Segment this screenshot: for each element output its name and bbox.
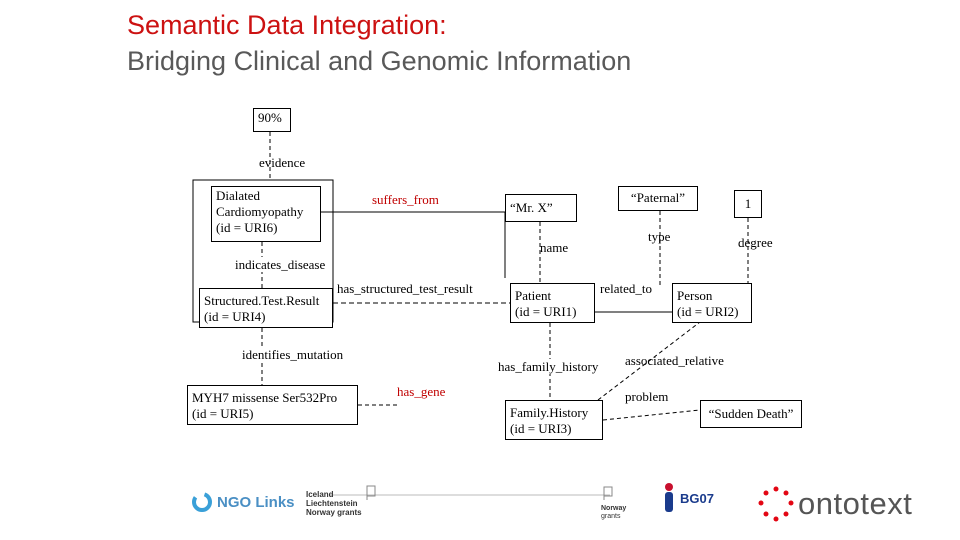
ngo-links-icon — [192, 492, 212, 512]
norway-line-2: grants — [601, 513, 621, 520]
bg07-figure-icon — [665, 483, 673, 512]
edge-problem — [602, 409, 701, 421]
node-family-history: Family.History (id = URI3) — [505, 400, 603, 440]
edge-label-has-family-history: has_family_history — [498, 359, 599, 374]
slide-subtitle: Bridging Clinical and Genomic Informatio… — [127, 46, 632, 76]
edge-label-related-to: related_to — [600, 281, 652, 296]
edge-label-has-gene: has_gene — [397, 384, 446, 399]
node-confidence: 90% — [253, 108, 291, 132]
node-mr-x: “Mr. X” — [505, 194, 577, 222]
logo-ontotext: ontotext — [758, 486, 912, 522]
node-test-result: Structured.Test.Result (id = URI4) — [199, 288, 333, 328]
edge-label-associated-relative: associated_relative — [625, 353, 724, 368]
eea-flag-icon — [366, 485, 376, 500]
edge-label-has-structured-test-result: has_structured_test_result — [337, 281, 473, 296]
edge-label-suffers-from: suffers_from — [372, 192, 439, 207]
ngo-links-label: NGO Links — [217, 493, 295, 511]
ontotext-label: ontotext — [798, 486, 913, 521]
edge-label-evidence: evidence — [259, 155, 306, 170]
edge-label-type: type — [648, 229, 671, 244]
node-cardiomyopathy: Dialated Cardiomyopathy (id = URI6) — [211, 186, 321, 242]
node-paternal: “Paternal” — [618, 186, 698, 211]
edge-label-indicates-disease: indicates_disease — [235, 257, 326, 272]
node-one: 1 — [734, 190, 762, 218]
eea-line-3: Norway grants — [306, 508, 362, 517]
bg07-label: BG07 — [680, 490, 714, 506]
node-mutation: MYH7 missense Ser532Pro (id = URI5) — [187, 385, 358, 425]
node-patient: Patient (id = URI1) — [510, 283, 595, 323]
logo-bg07: BG07 — [660, 482, 714, 514]
node-sudden-death: “Sudden Death” — [700, 400, 802, 428]
edge-label-identifies-mutation: identifies_mutation — [242, 347, 344, 362]
norway-flag-icon — [603, 486, 613, 500]
slide-title: Semantic Data Integration: — [127, 10, 447, 40]
logo-norway-grants: Norway grants — [601, 486, 626, 521]
eea-line-1: Iceland — [306, 490, 334, 499]
logo-eea-grants: Iceland Liechtenstein Norway grants — [306, 485, 380, 517]
edge-label-degree: degree — [738, 235, 773, 250]
logo-ngo-links: NGO Links — [190, 490, 295, 514]
edge-label-name: name — [540, 240, 569, 255]
edge-suffers-from — [320, 211, 506, 278]
node-person: Person (id = URI2) — [672, 283, 752, 323]
norway-line-1: Norway — [601, 505, 627, 512]
edge-label-problem: problem — [625, 389, 669, 404]
eea-line-2: Liechtenstein — [306, 499, 358, 508]
ontotext-dots-icon — [758, 486, 794, 522]
edge-associated-relative — [597, 321, 701, 401]
